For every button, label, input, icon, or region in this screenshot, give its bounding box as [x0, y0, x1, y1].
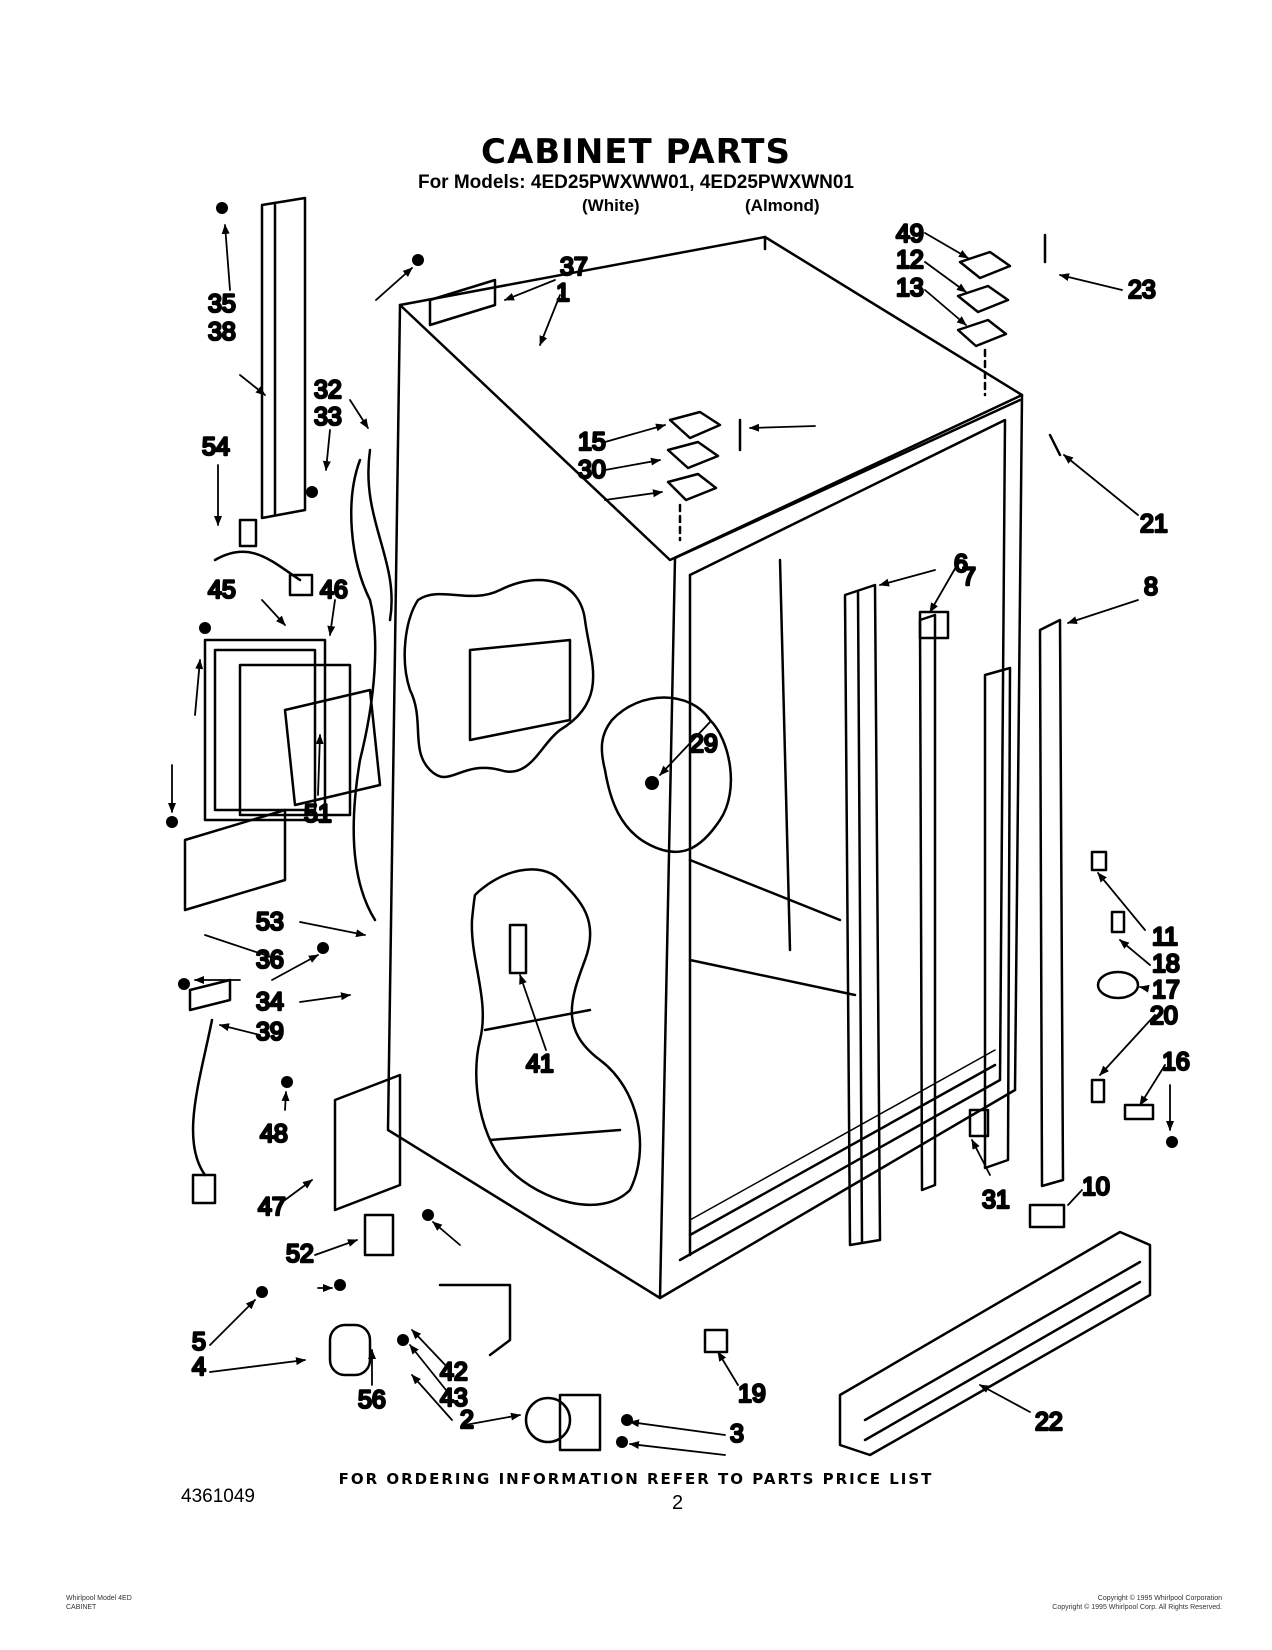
hinge-assembly-top-right — [956, 233, 1062, 457]
callout-10: 10 — [1082, 1173, 1110, 1201]
callout-2: 2 — [460, 1406, 474, 1434]
variant-white-label: (White) — [582, 196, 640, 215]
callout-6: 6 — [954, 550, 968, 578]
callout-1: 1 — [556, 279, 570, 307]
callout-52: 52 — [286, 1240, 314, 1268]
cabinet-cutouts — [403, 578, 733, 1206]
callout-46: 46 — [320, 576, 348, 604]
right-small-components — [703, 850, 1155, 1354]
hinge-assembly-top-left — [666, 410, 742, 542]
callout-47: 47 — [258, 1193, 286, 1221]
callout-21: 21 — [1140, 510, 1168, 538]
callout-18: 18 — [1152, 950, 1180, 978]
callout-54: 54 — [202, 433, 230, 461]
footer-left-line-2: CABINET — [66, 1604, 97, 1611]
footer-left-note: Whirlpool Model 4ED CABINET — [66, 1594, 132, 1612]
footer-left-line-1: Whirlpool Model 4ED — [66, 1595, 132, 1602]
callout-15: 15 — [578, 428, 606, 456]
callout-13-top: 13 — [896, 274, 924, 302]
callout-29: 29 — [690, 730, 718, 758]
page-number: 2 — [672, 1492, 684, 1514]
model-numbers: For Models: 4ED25PWXWW01, 4ED25PWXWN01 — [417, 172, 855, 193]
callout-56: 56 — [358, 1386, 386, 1414]
callout-39: 39 — [256, 1018, 284, 1046]
base-grille — [838, 1230, 1152, 1457]
page-title: CABINET PARTS — [481, 132, 791, 172]
callout-11: 11 — [1152, 923, 1178, 951]
callout-30: 30 — [578, 456, 606, 484]
callout-48: 48 — [260, 1120, 288, 1148]
callout-51: 51 — [304, 800, 332, 828]
callout-labels: 1 2 3 4 5 6 7 8 10 11 12 13 15 16 17 18 … — [191, 219, 1191, 1450]
callout-20: 20 — [1150, 1002, 1178, 1030]
callout-31: 31 — [982, 1186, 1010, 1214]
callout-32: 32 — [314, 376, 342, 404]
callout-35: 35 — [208, 290, 236, 318]
callout-53: 53 — [256, 908, 284, 936]
callout-3: 3 — [730, 1420, 744, 1448]
ordering-info: FOR ORDERING INFORMATION REFER TO PARTS … — [338, 1470, 934, 1488]
callout-42: 42 — [440, 1358, 468, 1386]
callout-36: 36 — [256, 946, 284, 974]
callout-43: 43 — [440, 1384, 468, 1412]
callout-33: 33 — [314, 403, 342, 431]
callout-45: 45 — [208, 576, 236, 604]
variant-almond-label: (Almond) — [745, 196, 820, 215]
document-number: 4361049 — [181, 1486, 255, 1507]
callout-34: 34 — [256, 988, 284, 1016]
callout-8: 8 — [1144, 573, 1158, 601]
left-components — [183, 278, 602, 1452]
leader-lines — [168, 224, 1174, 1456]
callout-12: 12 — [896, 246, 924, 274]
cabinet-shell — [386, 235, 1024, 1300]
footer-right-line-1: Copyright © 1995 Whirlpool Corporation — [1097, 1595, 1222, 1602]
callout-23: 23 — [1128, 276, 1156, 304]
callout-16: 16 — [1162, 1048, 1190, 1076]
callout-49: 49 — [896, 220, 924, 248]
footer-right-line-2: Copyright © 1995 Whirlpool Corp. All Rig… — [1052, 1604, 1222, 1611]
callout-37: 37 — [560, 253, 588, 281]
callout-5: 5 — [192, 1328, 206, 1356]
callout-4: 4 — [192, 1353, 206, 1381]
callout-17: 17 — [1152, 976, 1180, 1004]
callout-22: 22 — [1035, 1408, 1063, 1436]
callout-38: 38 — [208, 318, 236, 346]
callout-7: 7 — [962, 563, 976, 591]
trim-strips — [260, 196, 1066, 1247]
callout-41: 41 — [526, 1050, 554, 1078]
callout-19: 19 — [738, 1380, 766, 1408]
footer-copyright: Copyright © 1995 Whirlpool Corporation C… — [1052, 1594, 1222, 1612]
